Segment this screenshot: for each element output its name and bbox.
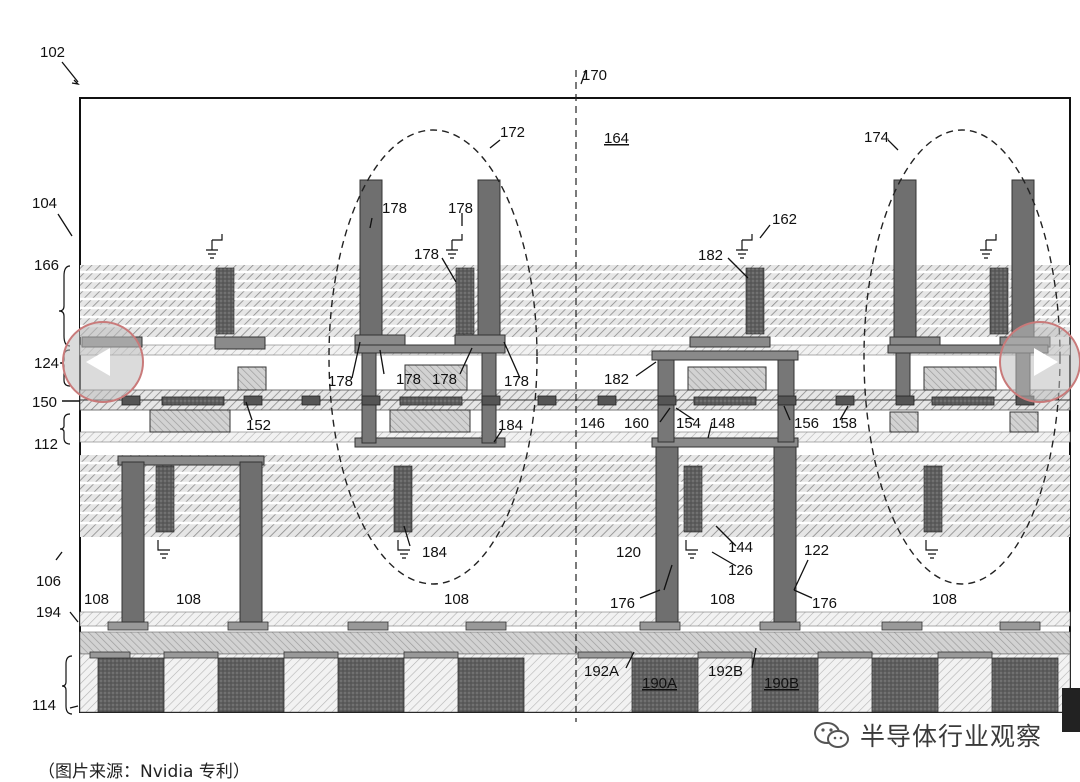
label-166: 166 xyxy=(34,257,59,274)
label-174: 174 xyxy=(864,129,889,146)
label-190a: 190A xyxy=(642,675,677,692)
label-170: 170 xyxy=(582,67,607,84)
label-192a: 192A xyxy=(584,663,619,680)
region-172-outline xyxy=(328,129,538,585)
layer-112 xyxy=(79,431,1071,443)
substrate-blocks xyxy=(97,657,1059,713)
ground-symbols xyxy=(157,234,997,559)
label-148: 148 xyxy=(710,415,735,432)
via-stacks xyxy=(155,267,1009,533)
label-156: 156 xyxy=(794,415,819,432)
lower-interconnect-stack xyxy=(80,455,1070,537)
leader-lines xyxy=(55,61,899,709)
reference-labels: 102 104 106 170 172 174 164 162 166 124 … xyxy=(32,44,957,714)
watermark: 半导体行业观察 xyxy=(812,715,1042,755)
label-106: 106 xyxy=(36,573,61,590)
image-caption: （图片来源：Nvidia 专利） xyxy=(38,762,250,782)
label-122: 122 xyxy=(804,542,829,559)
label-176-a: 176 xyxy=(610,595,635,612)
gate-pads xyxy=(89,621,1041,659)
label-162: 162 xyxy=(772,211,797,228)
label-108-d: 108 xyxy=(710,591,735,608)
bridge-rails xyxy=(117,344,1049,466)
label-108-a: 108 xyxy=(84,591,109,608)
next-image-button[interactable] xyxy=(999,321,1080,403)
label-154: 154 xyxy=(676,415,701,432)
lower-pillars xyxy=(121,446,797,623)
label-152: 152 xyxy=(246,417,271,434)
label-120: 120 xyxy=(616,544,641,561)
label-178-c: 178 xyxy=(414,246,439,263)
label-178-e: 178 xyxy=(396,371,421,388)
layer-194 xyxy=(79,611,1071,627)
label-150: 150 xyxy=(32,394,57,411)
label-144: 144 xyxy=(728,539,753,556)
label-176-b: 176 xyxy=(812,595,837,612)
label-146: 146 xyxy=(580,415,605,432)
label-190b: 190B xyxy=(764,675,799,692)
label-108-b: 108 xyxy=(176,591,201,608)
label-108-c: 108 xyxy=(444,591,469,608)
watermark-text: 半导体行业观察 xyxy=(860,722,1043,751)
device-layer xyxy=(79,631,1071,655)
wechat-icon xyxy=(814,722,849,748)
device-blocks xyxy=(149,364,1039,433)
label-124: 124 xyxy=(34,355,59,372)
label-172: 172 xyxy=(500,124,525,141)
label-178-d: 178 xyxy=(328,373,353,390)
label-158: 158 xyxy=(832,415,857,432)
label-184-a: 184 xyxy=(498,417,523,434)
label-114: 114 xyxy=(32,697,56,714)
label-164: 164 xyxy=(604,130,629,147)
chevron-left-icon xyxy=(86,348,110,376)
label-112: 112 xyxy=(34,436,58,453)
label-184-b: 184 xyxy=(422,544,447,561)
label-102: 102 xyxy=(40,44,65,61)
label-160: 160 xyxy=(624,415,649,432)
corner-badge xyxy=(1062,688,1080,732)
label-178-b: 178 xyxy=(448,200,473,217)
label-182-b: 182 xyxy=(604,371,629,388)
label-126: 126 xyxy=(728,562,753,579)
label-192b: 192B xyxy=(708,663,743,680)
label-178-g: 178 xyxy=(504,373,529,390)
bond-pads xyxy=(121,395,1035,406)
label-178-f: 178 xyxy=(432,371,457,388)
prev-image-button[interactable] xyxy=(62,321,144,403)
top-vias-178 xyxy=(359,179,1035,341)
label-182-a: 182 xyxy=(698,247,723,264)
label-194: 194 xyxy=(36,604,61,621)
left-brackets xyxy=(58,265,73,715)
chevron-right-icon xyxy=(1034,348,1058,376)
label-108-e: 108 xyxy=(932,591,957,608)
label-178-a: 178 xyxy=(382,200,407,217)
label-104: 104 xyxy=(32,195,57,212)
